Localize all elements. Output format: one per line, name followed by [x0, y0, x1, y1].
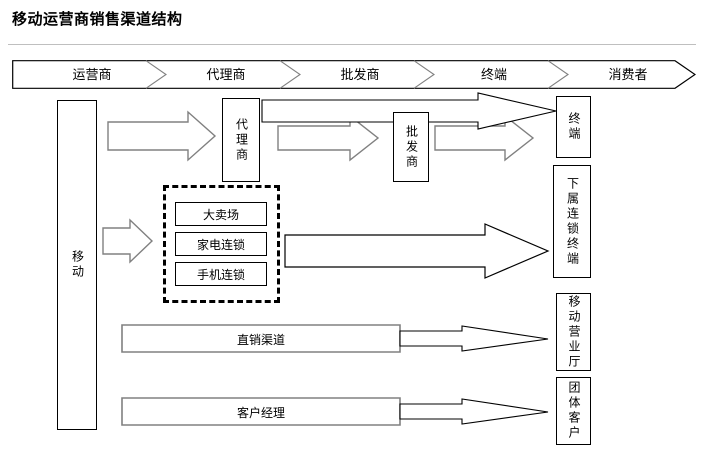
retail-channel-group — [163, 185, 280, 303]
node-operator[interactable]: 移动 — [57, 100, 97, 430]
node-operator-label: 移动 — [70, 250, 85, 280]
stage-label-agent: 代理商 — [206, 68, 246, 83]
arrow-retail-to-chain-terminal — [284, 223, 550, 279]
arrow-account-manager-to-group-customer — [399, 398, 549, 425]
stage-chevron-bar: 运营商 代理商 批发商 终端 消费者 — [12, 60, 697, 89]
stage-label-operator: 运营商 — [72, 68, 112, 83]
node-agent[interactable]: 代理商 — [222, 98, 260, 182]
node-mobile-hall[interactable]: 移动营业厅 — [556, 293, 591, 371]
node-wholesaler-label: 批发商 — [404, 124, 419, 170]
arrow-wholesaler-to-terminal — [434, 114, 535, 162]
retail-item-phone-chain-label: 手机连锁 — [196, 267, 245, 282]
arrow-direct-sales-to-mobile-hall — [399, 325, 549, 352]
channel-label-account-manager: 客户经理 — [236, 406, 285, 420]
retail-item-phone-chain[interactable]: 手机连锁 — [175, 262, 267, 286]
node-group-customer-label: 团体客户 — [567, 381, 581, 441]
stage-label-terminal: 终端 — [480, 68, 507, 83]
node-terminal-label: 终端 — [567, 112, 581, 142]
title-divider — [8, 44, 696, 45]
stage-label-wholesaler: 批发商 — [340, 68, 380, 83]
stage-label-consumer: 消费者 — [608, 68, 648, 83]
retail-item-appliance-chain-label: 家电连锁 — [196, 237, 245, 252]
arrow-agent-to-wholesaler — [277, 114, 380, 162]
node-wholesaler[interactable]: 批发商 — [393, 112, 429, 182]
retail-item-appliance-chain[interactable]: 家电连锁 — [175, 232, 267, 256]
chevron-bar-shapes — [12, 60, 697, 89]
arrow-operator-to-agent — [107, 110, 217, 162]
channel-label-direct-sales: 直销渠道 — [236, 333, 285, 347]
retail-item-hypermarket[interactable]: 大卖场 — [175, 202, 267, 226]
node-agent-label: 代理商 — [234, 117, 249, 163]
page-title: 移动运营商销售渠道结构 — [12, 10, 183, 28]
retail-item-hypermarket-label: 大卖场 — [202, 207, 239, 222]
node-group-customer[interactable]: 团体客户 — [556, 377, 591, 445]
node-chain-terminal[interactable]: 下属连锁终端 — [553, 165, 591, 278]
node-terminal[interactable]: 终端 — [556, 96, 591, 158]
node-chain-terminal-label: 下属连锁终端 — [565, 176, 580, 267]
node-mobile-hall-label: 移动营业厅 — [567, 294, 581, 370]
arrow-operator-to-retail-group — [102, 218, 154, 264]
